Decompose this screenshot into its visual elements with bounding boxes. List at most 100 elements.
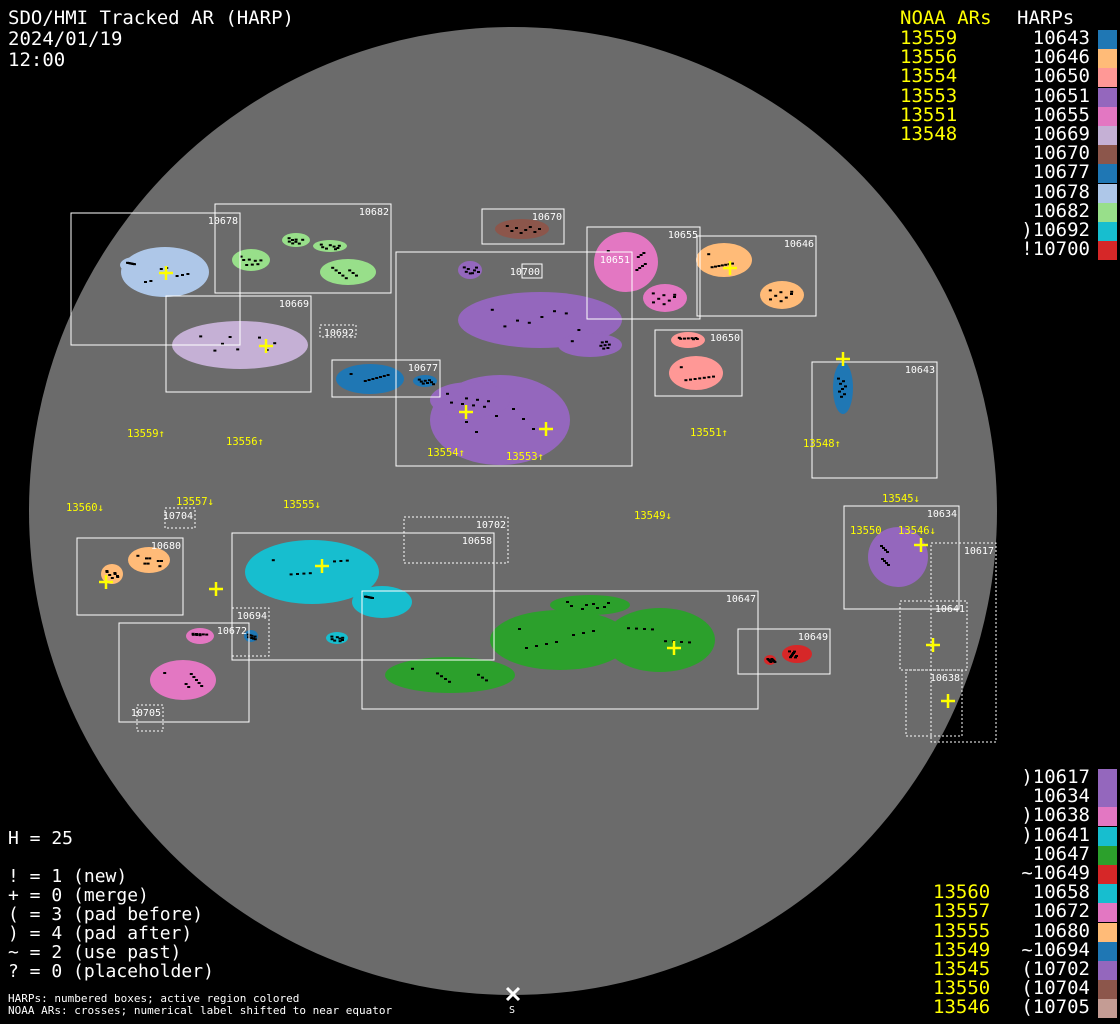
sunspot bbox=[592, 603, 595, 605]
harp-legend-item: 10682 bbox=[1032, 199, 1090, 222]
harp-box-10677[interactable] bbox=[331, 359, 441, 398]
harp-box-10651[interactable] bbox=[395, 251, 633, 467]
sunspot bbox=[490, 308, 494, 311]
sunspot bbox=[570, 340, 574, 343]
sunspot bbox=[419, 380, 423, 383]
sunspot bbox=[638, 267, 642, 269]
sunspot bbox=[880, 545, 883, 547]
harp-legend-item: ~10694 bbox=[1021, 938, 1090, 961]
harp-box-10704[interactable] bbox=[164, 507, 196, 529]
sunspot bbox=[503, 325, 507, 328]
harp-box-10705[interactable] bbox=[136, 704, 164, 732]
harp-box-10672[interactable] bbox=[118, 622, 250, 723]
harp-box-10634[interactable] bbox=[843, 505, 960, 610]
sunspot bbox=[790, 290, 794, 293]
harp-color-swatch bbox=[1098, 126, 1117, 145]
noaa-cross-icon bbox=[941, 694, 955, 708]
harp-box-10638[interactable] bbox=[905, 669, 963, 737]
sunspot bbox=[239, 255, 243, 258]
harp-box-label: 10680 bbox=[151, 541, 181, 552]
sunspot bbox=[200, 685, 204, 687]
sunspot bbox=[332, 245, 336, 248]
sunspot bbox=[191, 633, 195, 636]
sunspot bbox=[428, 379, 431, 382]
title: SDO/HMI Tracked AR (HARP) bbox=[8, 7, 294, 29]
noaa-cross-icon bbox=[539, 422, 553, 436]
sunspot bbox=[607, 343, 611, 346]
harp-box-10655[interactable] bbox=[586, 226, 701, 320]
sunspot bbox=[430, 381, 433, 384]
sunspot bbox=[535, 645, 538, 647]
sunspot bbox=[769, 661, 773, 663]
sunspot bbox=[291, 239, 294, 241]
sunspot bbox=[532, 428, 535, 430]
harp-box-10643[interactable] bbox=[811, 361, 938, 479]
sunspot bbox=[181, 274, 184, 276]
sunspot bbox=[842, 380, 845, 383]
sunspot bbox=[673, 296, 676, 298]
active-region-10650 bbox=[669, 356, 723, 390]
harp-color-swatch bbox=[1098, 903, 1117, 923]
sunspot bbox=[471, 272, 474, 275]
sunspot bbox=[465, 397, 468, 400]
harp-box-10658[interactable] bbox=[231, 532, 495, 661]
harp-box-10669[interactable] bbox=[165, 295, 312, 393]
harp-box-10647[interactable] bbox=[361, 590, 759, 710]
harp-color-swatch bbox=[1098, 999, 1117, 1019]
sunspot bbox=[379, 376, 382, 378]
sunspot bbox=[692, 338, 695, 341]
harp-legend-item: 10677 bbox=[1032, 161, 1090, 184]
noaa-cross-icon bbox=[914, 538, 928, 552]
harp-box-10682[interactable] bbox=[214, 203, 392, 294]
active-region-10682 bbox=[232, 249, 270, 271]
sunspot bbox=[175, 275, 179, 277]
harp-box-10650[interactable] bbox=[654, 329, 743, 397]
stats-line: ) = 4 (pad after) bbox=[8, 923, 193, 944]
sunspot bbox=[473, 269, 476, 272]
harp-color-swatch bbox=[1098, 845, 1117, 865]
stats-line: ( = 3 (pad before) bbox=[8, 904, 204, 925]
sunspot bbox=[702, 376, 706, 379]
noaa-ar-label: 13554↑ bbox=[427, 447, 465, 459]
sunspot bbox=[351, 272, 355, 274]
sunspot bbox=[779, 291, 783, 294]
sunspot bbox=[693, 378, 697, 380]
stats-line: ! = 1 (new) bbox=[8, 866, 128, 887]
harp-box-10646[interactable] bbox=[696, 235, 817, 317]
sunspot bbox=[662, 294, 666, 297]
active-region-10670 bbox=[495, 219, 549, 239]
sunspot bbox=[287, 237, 291, 240]
sunspot bbox=[339, 560, 343, 562]
harp-box-10649[interactable] bbox=[737, 628, 831, 675]
sunspot bbox=[627, 627, 630, 630]
sunspot bbox=[195, 634, 199, 636]
harp-box-10678[interactable] bbox=[70, 212, 241, 346]
harp-box-10617[interactable] bbox=[930, 542, 997, 743]
harp-heading: HARPs bbox=[1017, 7, 1075, 29]
noaa-legend-item: 13554 bbox=[900, 65, 958, 88]
sunspot bbox=[487, 400, 490, 403]
sunspot bbox=[505, 225, 509, 227]
sunspot bbox=[673, 293, 677, 296]
harp-box-10694[interactable] bbox=[231, 607, 270, 657]
stats-line: ~ = 2 (use past) bbox=[8, 942, 182, 963]
sunspot bbox=[793, 650, 796, 653]
harp-box-10670[interactable] bbox=[481, 208, 565, 245]
sunspot bbox=[585, 604, 588, 606]
harp-box-10692[interactable] bbox=[319, 324, 357, 338]
sunspot bbox=[641, 265, 644, 267]
sunspot bbox=[664, 640, 667, 643]
harp-box-10641[interactable] bbox=[899, 600, 968, 671]
harp-box-10702[interactable] bbox=[403, 516, 509, 564]
sunspot bbox=[341, 639, 344, 641]
sunspot bbox=[110, 577, 114, 579]
harp-box-label: 10649 bbox=[798, 632, 828, 643]
harp-box-10680[interactable] bbox=[76, 537, 184, 616]
harp-box-label: 10682 bbox=[359, 207, 389, 218]
harp-legend-item: (10704 bbox=[1021, 977, 1090, 1000]
sunspot bbox=[337, 244, 341, 247]
harp-box-10700[interactable] bbox=[521, 263, 543, 279]
harp-box-label: 10705 bbox=[131, 708, 161, 719]
sunspot bbox=[250, 263, 254, 266]
